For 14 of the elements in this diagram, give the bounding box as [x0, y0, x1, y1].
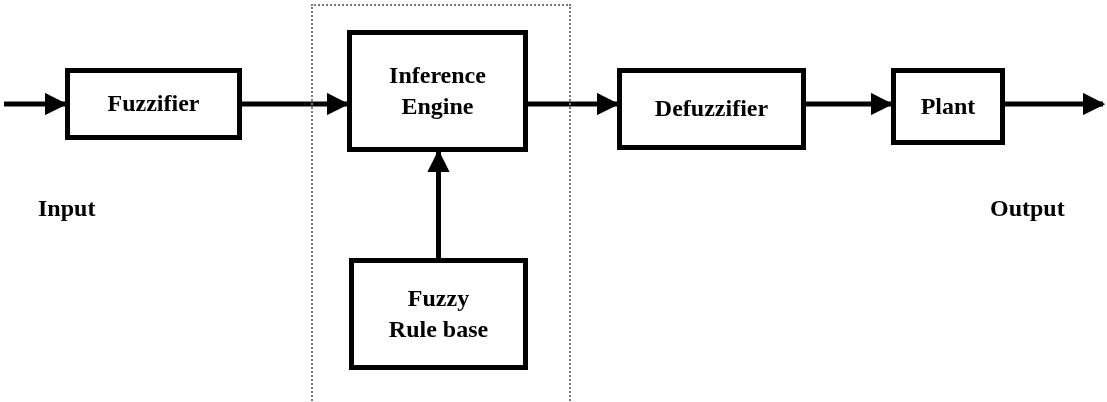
process-box	[891, 68, 1005, 145]
process-box	[65, 68, 242, 140]
box-label: Defuzzifier	[654, 94, 769, 124]
io-label: Output	[990, 195, 1065, 222]
io-label: Input	[38, 195, 96, 222]
arrow	[1005, 92, 1106, 116]
box-label: Inference Engine	[388, 60, 487, 121]
box-label: Plant	[920, 91, 976, 121]
process-box	[617, 68, 806, 150]
box-label: Fuzzifier	[107, 89, 200, 119]
process-box	[347, 30, 528, 152]
dotted-group-box	[311, 4, 571, 402]
process-box	[349, 258, 528, 370]
box-label: Fuzzy Rule base	[387, 283, 490, 344]
